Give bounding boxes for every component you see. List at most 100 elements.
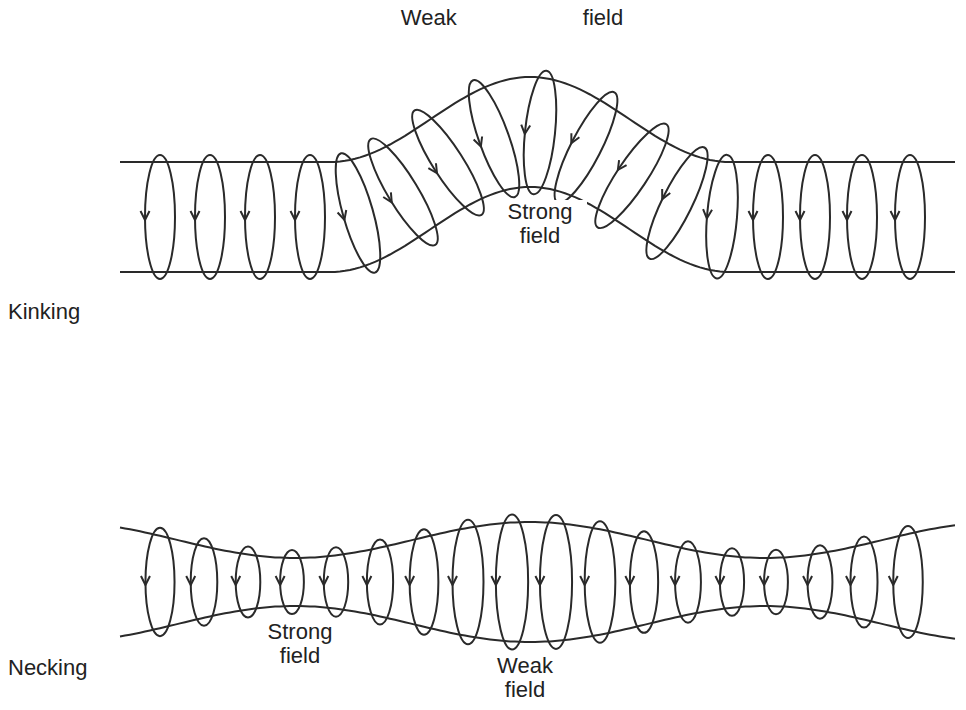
field-loop: [540, 83, 627, 209]
field-loop-ellipse: [191, 538, 218, 626]
field-loop: [405, 529, 438, 635]
field-loop-ellipse: [808, 545, 833, 618]
field-arrowhead: [291, 211, 300, 220]
field-arrowhead: [614, 160, 626, 172]
field-arrowhead: [362, 576, 371, 585]
field-loop: [843, 155, 878, 279]
field-loop-ellipse: [496, 515, 528, 650]
field-loop: [803, 545, 832, 618]
field-loop: [891, 155, 926, 279]
field-loop-ellipse: [402, 102, 494, 223]
field-arrowhead: [658, 189, 670, 201]
field-loop: [319, 547, 348, 616]
field-loop: [448, 520, 483, 644]
kinking-column: [120, 69, 955, 280]
field-loop: [362, 540, 393, 625]
field-arrowhead: [535, 576, 544, 585]
field-arrowhead: [715, 576, 724, 585]
field-loop-ellipse: [540, 515, 572, 649]
field-arrowhead: [141, 576, 150, 585]
field-label: Strong field: [493, 200, 587, 248]
field-loop: [671, 541, 701, 622]
field-loop-ellipse: [847, 155, 877, 279]
field-loop-ellipse: [367, 540, 393, 625]
field-label: Weak field: [483, 654, 567, 702]
field-arrowhead: [760, 576, 769, 585]
field-loop: [322, 149, 389, 278]
field-arrowhead: [889, 576, 898, 585]
field-loop-ellipse: [753, 155, 783, 279]
field-loop-ellipse: [195, 155, 225, 279]
field-loop-ellipse: [519, 69, 562, 195]
field-arrowhead: [846, 576, 855, 585]
field-loop: [398, 102, 494, 225]
field-loop: [625, 531, 658, 633]
field-arrowhead: [231, 576, 240, 585]
field-loop-ellipse: [630, 531, 658, 633]
field-loop: [760, 550, 788, 614]
field-loop-ellipse: [145, 528, 174, 636]
column-edge: [120, 77, 955, 162]
field-arrowhead: [191, 211, 200, 220]
field-arrowhead: [580, 576, 589, 585]
field-arrowhead: [428, 163, 440, 175]
field-loop: [491, 515, 528, 650]
field-loop: [231, 547, 260, 618]
field-loop: [514, 69, 561, 196]
field-arrowhead: [405, 576, 414, 585]
field-loop-ellipse: [453, 520, 484, 644]
field-loop-ellipse: [410, 529, 439, 635]
field-loop: [535, 515, 572, 649]
field-loop: [715, 548, 744, 615]
field-arrowhead: [338, 210, 349, 221]
field-loop-ellipse: [280, 550, 304, 614]
field-loop-ellipse: [324, 547, 348, 616]
field-arrowhead: [671, 576, 680, 585]
field-loop-ellipse: [702, 154, 742, 280]
field-arrowhead: [803, 576, 812, 585]
field-arrowhead: [491, 576, 500, 585]
column-edge: [120, 522, 955, 558]
field-arrowhead: [474, 137, 486, 149]
field-loop: [291, 155, 326, 279]
field-arrowhead: [843, 211, 852, 220]
panel-label: Necking: [6, 656, 89, 680]
field-loop-ellipse: [236, 547, 261, 618]
field-loop: [354, 131, 448, 255]
field-arrowhead: [796, 211, 805, 220]
field-loop: [241, 155, 276, 279]
field-loop-ellipse: [358, 131, 448, 253]
field-loop-ellipse: [145, 155, 175, 279]
field-arrowhead: [891, 211, 900, 220]
field-loop-ellipse: [895, 155, 925, 279]
field-label: Strong field: [253, 620, 347, 668]
field-loop-ellipse: [720, 548, 744, 615]
field-loop: [749, 155, 784, 279]
field-label: Weak field: [350, 6, 674, 30]
field-arrowhead: [141, 211, 150, 220]
column-edge: [120, 606, 955, 642]
field-loop-ellipse: [800, 155, 830, 279]
field-loop-ellipse: [544, 85, 627, 209]
field-loop-ellipse: [295, 155, 325, 279]
field-loop-ellipse: [850, 536, 877, 627]
field-loop: [581, 113, 679, 235]
necking-column: [120, 515, 955, 650]
field-loop-ellipse: [675, 541, 701, 622]
field-arrowhead: [702, 209, 712, 219]
field-loop: [796, 155, 831, 279]
field-loop-ellipse: [459, 75, 529, 202]
field-arrowhead: [383, 192, 395, 204]
field-loop-ellipse: [893, 526, 923, 638]
field-loop: [697, 153, 742, 279]
field-loop: [186, 538, 217, 626]
field-loop-ellipse: [585, 521, 616, 642]
field-arrowhead: [448, 576, 457, 585]
field-loop-ellipse: [764, 550, 788, 614]
field-loop: [889, 526, 923, 638]
panel-label: Kinking: [6, 300, 82, 324]
field-arrowhead: [520, 125, 530, 135]
field-loop: [455, 75, 529, 203]
field-loop: [141, 528, 175, 636]
field-arrowhead: [276, 576, 285, 585]
